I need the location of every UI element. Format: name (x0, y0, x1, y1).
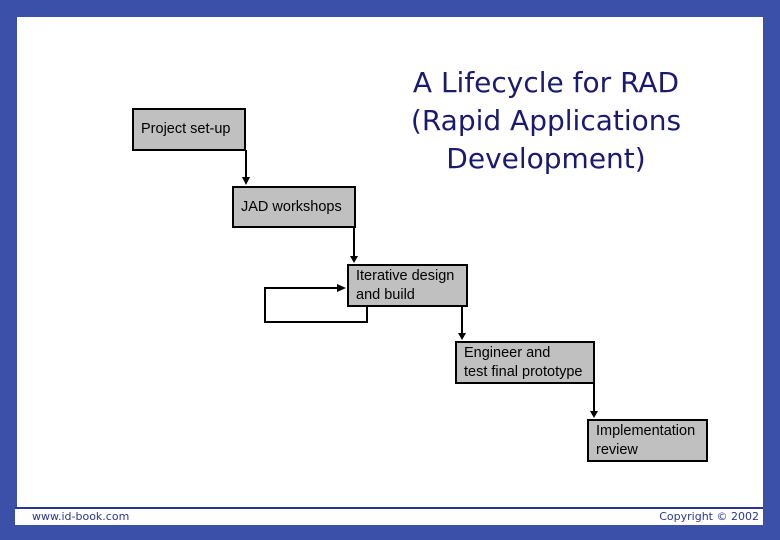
box-project-set-up: Project set-up (132, 108, 246, 151)
footer-bar: www.id-book.com Copyright © 2002 (15, 509, 763, 525)
footer-copyright: Copyright © 2002 (659, 510, 759, 523)
slide-title: A Lifecycle for RAD (Rapid Applications … (410, 66, 682, 175)
footer-website: www.id-book.com (32, 510, 130, 523)
box-iterative-design-and-build: Iterative design and build (347, 264, 468, 307)
box-implementation-review: Implementation review (587, 419, 708, 462)
box-jad-workshops: JAD workshops (232, 186, 356, 228)
footer-divider-line (15, 507, 763, 509)
box-engineer-and-test-final-prototype: Engineer and test final prototype (455, 341, 595, 384)
